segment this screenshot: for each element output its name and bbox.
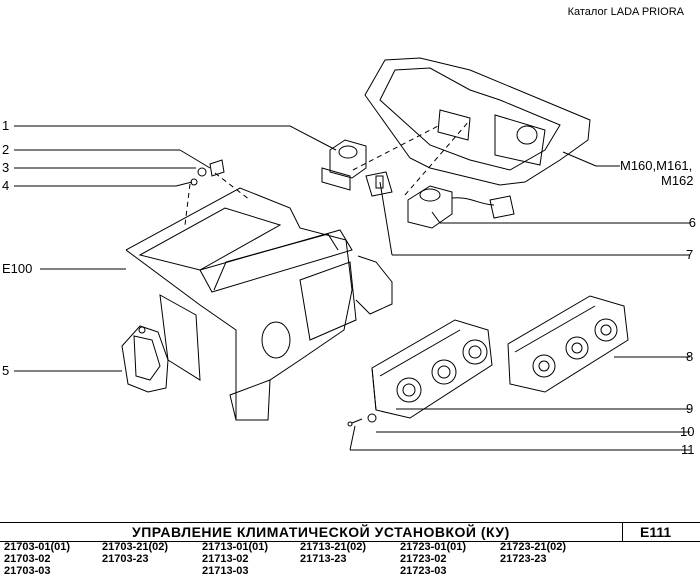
callout-4: 4 [2,178,10,193]
model-code: 21703-01(01) [4,541,71,553]
model-code: 21723-03 [400,565,447,577]
callout-2: 2 [2,142,10,157]
callout-10: 10 [680,424,695,439]
callout-1: 1 [2,118,10,133]
model-code: 21703-23 [102,553,149,565]
callout-e100: E100 [2,261,33,276]
actuator [375,175,515,229]
model-code: 21723-23 [500,553,547,565]
ref-codes-line2: M162 [661,173,694,188]
model-code: 21723-02 [400,553,447,565]
title-divider [622,523,623,541]
callout-11: 11 [681,442,695,457]
parts-diagram [14,57,690,451]
callout-3: 3 [2,160,10,175]
callout-7: 7 [686,247,694,262]
dashboard-outline [364,57,591,186]
model-code: 21713-01(01) [202,541,269,553]
ref-codes-line1: M160,M161, [620,158,693,173]
title-row: УПРАВЛЕНИЕ КЛИМАТИЧЕСКОЙ УСТАНОВКОЙ (КУ)… [0,522,700,542]
title-block: УПРАВЛЕНИЕ КЛИМАТИЧЕСКОЙ УСТАНОВКОЙ (КУ)… [0,522,700,577]
model-code: 21713-21(02) [300,541,367,553]
panel-screws [347,413,377,427]
catalog-label: Каталог LADA PRIORA [567,6,684,18]
model-code: 21713-02 [202,553,249,565]
model-code: 21713-23 [300,553,347,565]
blower-motor [321,139,393,197]
heater-unit [125,187,393,421]
small-fasteners [175,159,225,187]
model-code: 21723-01(01) [400,541,467,553]
callout-6: 6 [688,215,696,230]
model-code: 21703-02 [4,553,51,565]
model-code: 21723-21(02) [500,541,567,553]
model-code: 21703-03 [4,565,51,577]
callout-5: 5 [2,363,10,378]
assembly-guides [184,119,471,226]
callout-9: 9 [686,401,694,416]
model-code: 21703-21(02) [102,541,169,553]
callout-8: 8 [686,349,694,364]
page-title: УПРАВЛЕНИЕ КЛИМАТИЧЕСКОЙ УСТАНОВКОЙ (КУ) [132,524,510,540]
bracket [121,325,169,393]
control-panel-front [371,319,493,419]
control-panel-rear [507,295,629,393]
section-code: E111 [640,524,672,540]
model-code: 21713-03 [202,565,249,577]
